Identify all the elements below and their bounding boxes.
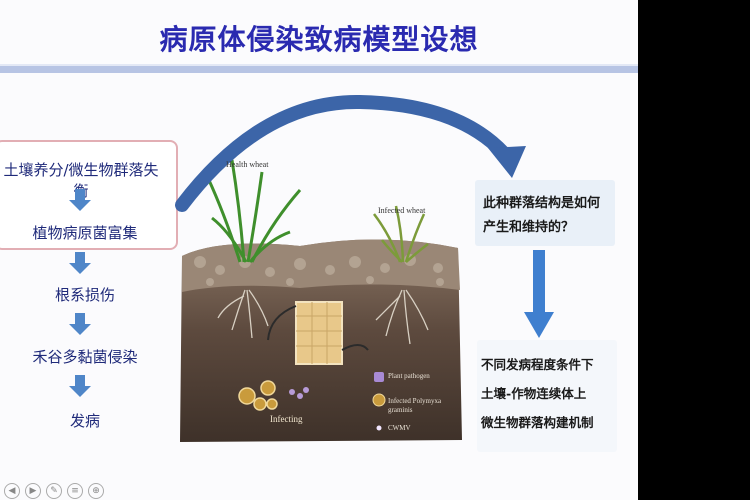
legend-plant-pathogen: Plant pathogen [388, 372, 430, 380]
down-arrow-icon [533, 250, 545, 314]
next-slide-icon[interactable]: ▶ [25, 483, 41, 499]
flow-highlight-box [0, 140, 178, 250]
flow-step-root-damage: 根系损伤 [54, 286, 115, 304]
infected-wheat-plant [373, 205, 429, 263]
menu-icon[interactable]: ≡ [67, 483, 83, 499]
question-line-1: 此种群落结构是如何 [483, 196, 601, 211]
legend-polymyxa: Infected Polymyxa graminis [388, 397, 442, 414]
letterbox-bar [638, 0, 750, 500]
mechanism-line-3: 微生物群落构建机制 [481, 415, 594, 430]
curved-arrow-icon [175, 94, 515, 212]
slide: 病原体侵染致病模型设想 土壤养分/微生物群落失衡 植物病原菌富集 根系损伤 禾谷… [0, 23, 638, 499]
zoom-icon[interactable]: ⊕ [88, 483, 104, 499]
health-wheat-label: Health wheat [226, 160, 269, 169]
legend-cwmv: CWMV [388, 424, 411, 432]
title-divider [0, 66, 638, 73]
mechanism-line-2: 土壤-作物连续体上 [481, 386, 587, 401]
mechanism-box: 不同发病程度条件下 土壤-作物连续体上 微生物群落构建机制 [477, 340, 617, 452]
infecting-label: Infecting [270, 414, 303, 424]
flow-step-pathogen-enrichment: 植物病原菌富集 [32, 224, 138, 242]
slide-control-bar: ◀ ▶ ✎ ≡ ⊕ [4, 478, 109, 499]
pen-icon[interactable]: ✎ [46, 483, 62, 499]
question-line-2: 产生和维持的？ [483, 220, 575, 235]
soil-illustration [175, 94, 554, 442]
infected-wheat-label: Infected wheat [378, 206, 426, 215]
legend-plant-pathogen-swatch [374, 372, 384, 382]
slide-title: 病原体侵染致病模型设想 [159, 23, 479, 56]
healthy-wheat-plant [206, 159, 302, 263]
legend-cwmv-swatch [376, 425, 382, 431]
flow-step-disease: 发病 [69, 412, 100, 430]
previous-slide-icon[interactable]: ◀ [4, 483, 20, 499]
legend-polymyxa-swatch [372, 393, 386, 407]
question-box: 此种群落结构是如何 产生和维持的？ [475, 180, 615, 246]
mechanism-line-1: 不同发病程度条件下 [481, 357, 594, 372]
flow-step-polymyxa-infection: 禾谷多黏菌侵染 [32, 348, 138, 366]
title-divider-highlight [0, 64, 638, 66]
